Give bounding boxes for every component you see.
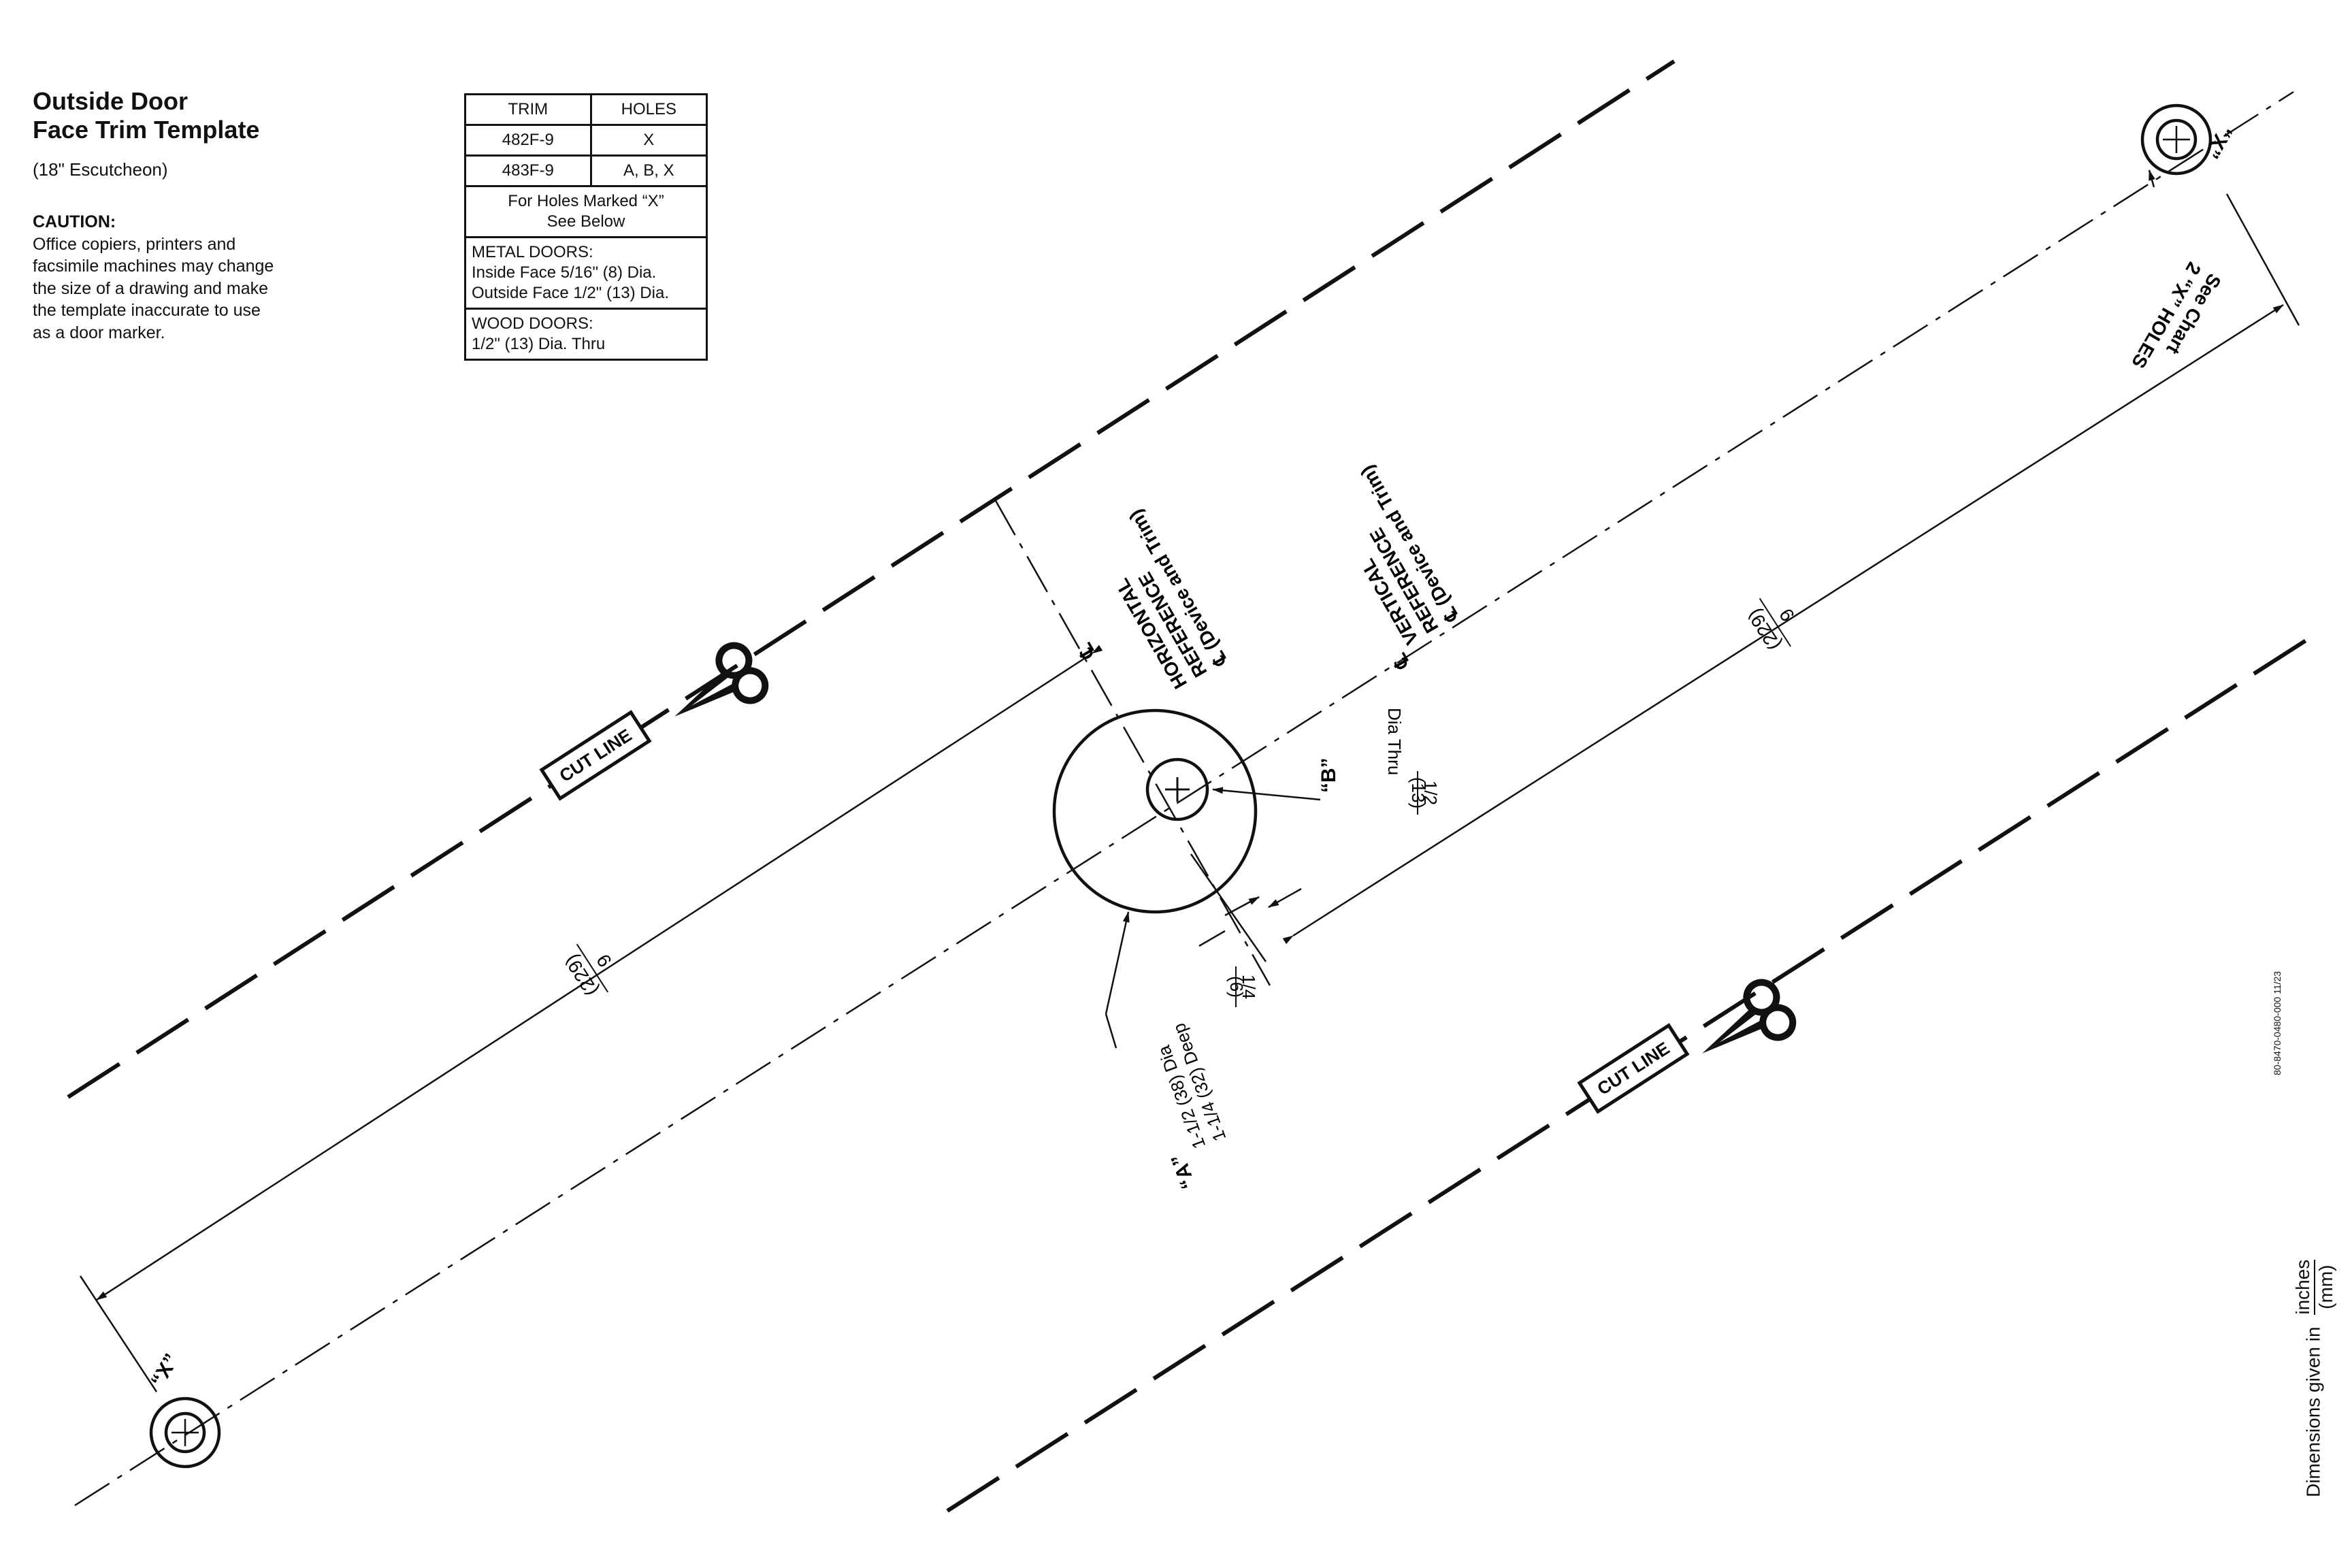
wood-doors-heading: WOOD DOORS: [472, 314, 593, 333]
horizontal-centerline-symbol: ℄ [1073, 639, 1100, 664]
extension-line-left [79, 1275, 158, 1392]
dimension-arrow-quarter-a [1224, 896, 1260, 917]
dimension-text-9-right: (229) 9 [1743, 598, 1799, 654]
dims-given-text: Dimensions given in [2302, 1326, 2324, 1497]
dimension-line-9-left [96, 644, 1103, 1301]
dimension-arrow-quarter-b [1268, 887, 1302, 909]
template-title: Outside Door Face Trim Template [33, 87, 373, 144]
title-line-1: Outside Door [33, 87, 189, 115]
units-fraction: inches (mm) [2292, 1259, 2337, 1315]
metal-doors-cell: METAL DOORS: Inside Face 5/16" (8) Dia. … [464, 236, 708, 310]
dimension-text-quarter: (6) 1/4 [1226, 966, 1259, 1007]
caution-note: CAUTION: Office copiers, printers and fa… [33, 211, 278, 344]
dim-9-mm-right: (229) [1743, 605, 1784, 654]
table-row: 482F-9 X [464, 124, 708, 157]
leader-hole-a-elbow [1105, 1013, 1117, 1049]
units-mm: (mm) [2315, 1264, 2336, 1309]
title-line-2: Face Trim Template [33, 116, 260, 144]
x-hole-top-right [2140, 103, 2212, 176]
hole-b-label: “B” [1318, 757, 1340, 793]
document-number: 80-8470-0480-000 11/23 [2272, 970, 2283, 1075]
trim-cell: 483F-9 [464, 154, 592, 187]
dim-9-in-left: 9 [592, 951, 615, 971]
template-subtitle: (18" Escutcheon) [33, 159, 168, 180]
extension-line-right [2225, 193, 2300, 326]
hole-a-label: “A” [1167, 1151, 1200, 1192]
dimension-line-9-right [1282, 304, 2284, 945]
vertical-centerline-symbol: ℄ [1388, 649, 1415, 674]
vertical-reference-centerline [74, 91, 2294, 1507]
leader-hole-b [1212, 787, 1321, 801]
table-note-row: For Holes Marked “X” See Below [464, 185, 708, 238]
wood-doors-cell: WOOD DOORS: 1/2" (13) Dia. Thru [464, 308, 708, 361]
leader-see-chart [2148, 169, 2155, 188]
cut-line-label-lower: CUT LINE [1577, 1023, 1690, 1114]
trim-holes-table: TRIM HOLES 482F-9 X 483F-9 A, B, X For H… [464, 93, 708, 361]
header-trim: TRIM [464, 93, 592, 126]
caution-text: Office copiers, printers and facsimile m… [33, 234, 274, 342]
hole-b-size: (13) 1/2 [1408, 771, 1441, 815]
hole-b-circle [1145, 757, 1209, 821]
header-holes: HOLES [589, 93, 708, 126]
hole-b-note: Dia Thru [1384, 708, 1405, 775]
cut-line-upper [67, 59, 1676, 1099]
table-row: 483F-9 A, B, X [464, 154, 708, 187]
trim-cell: 482F-9 [464, 124, 592, 157]
hole-a-circle [1052, 708, 1258, 914]
scissors-icon [674, 642, 769, 717]
metal-doors-row: METAL DOORS: Inside Face 5/16" (8) Dia. … [464, 236, 708, 310]
caution-heading: CAUTION: [33, 212, 116, 231]
extension-line-escutcheon [1190, 853, 1267, 962]
hole-b-in: 1/2 [1420, 781, 1441, 805]
horizontal-reference-label: HORIZONTAL REFERENCE ℄ (Device and Trim) [1111, 506, 1232, 693]
holes-cell: X [589, 124, 708, 157]
cut-line-label-upper: CUT LINE [539, 710, 652, 801]
x-note-line-1: For Holes Marked “X” [508, 192, 664, 210]
dim-quarter-in: 1/4 [1239, 975, 1259, 999]
wood-thru: 1/2" (13) Dia. Thru [472, 335, 606, 353]
dimensions-units-note: Dimensions given in inches (mm) [2292, 1259, 2337, 1497]
holes-cell: A, B, X [589, 154, 708, 187]
dimension-leader-quarter [1198, 930, 1226, 947]
horizontal-reference-centerline [994, 499, 1271, 986]
vertical-reference-label: VERTICAL REFERENCE ℄ (Device and Trim) [1356, 462, 1463, 649]
metal-inside-face: Inside Face 5/16" (8) Dia. [472, 263, 657, 282]
see-chart-note: See Chart 2 “X” HOLES [2127, 259, 2225, 372]
scissors-icon [1702, 979, 1797, 1054]
hole-a-callout: “A” 1-1/2 (38) Dia 1-1/4 (32) Deep [1154, 1021, 1230, 1192]
table-header-row: TRIM HOLES [464, 93, 708, 126]
metal-doors-heading: METAL DOORS: [472, 243, 593, 261]
x-note-line-2: See Below [546, 212, 625, 231]
units-inches: inches [2292, 1259, 2315, 1315]
x-holes-note: For Holes Marked “X” See Below [464, 185, 708, 238]
leader-hole-a [1105, 911, 1130, 1015]
wood-doors-row: WOOD DOORS: 1/2" (13) Dia. Thru [464, 308, 708, 361]
metal-outside-face: Outside Face 1/2" (13) Dia. [472, 284, 669, 302]
x-hole-bottom-left [149, 1396, 221, 1469]
